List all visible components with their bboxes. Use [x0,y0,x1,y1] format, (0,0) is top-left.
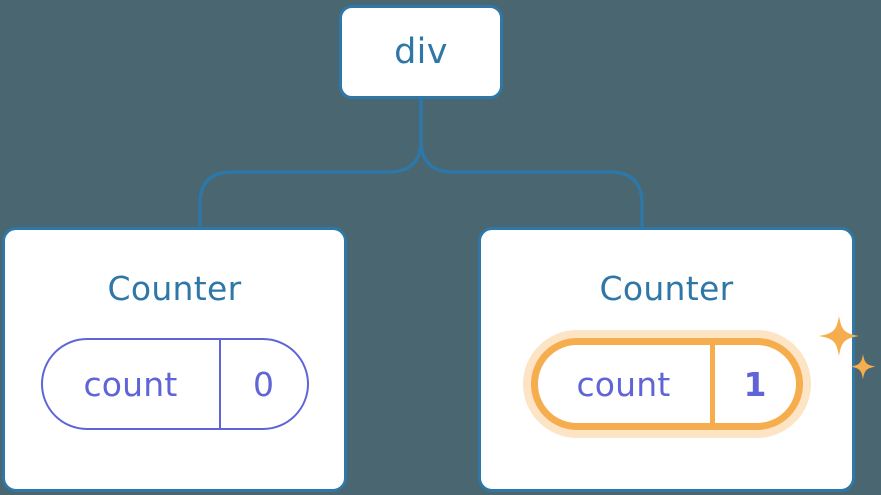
state-pill-highlight-wrapper: count 1 [530,316,876,430]
state-key-label: count [576,364,671,404]
state-pill-container: count 1 [481,316,876,430]
state-value-cell: 0 [218,340,307,428]
root-node-label: div [394,31,448,72]
root-node-div[interactable]: div [339,5,503,99]
state-value-cell: 1 [709,345,796,423]
state-value-label: 0 [253,364,274,404]
state-pill-highlighted[interactable]: count 1 [530,338,803,430]
component-card-counter-right[interactable]: Counter count 1 [478,227,876,492]
state-pill[interactable]: count 0 [40,338,309,430]
state-key-label: count [83,364,178,404]
component-card-counter-left[interactable]: Counter count 0 [2,227,347,492]
state-pill-container: count 0 [5,338,344,430]
sparkle-large-icon [818,316,859,356]
component-title: Counter [599,269,734,308]
state-key-cell: count [43,340,219,428]
component-title: Counter [107,269,242,308]
state-value-label: 1 [743,364,767,404]
state-key-cell: count [538,345,710,423]
